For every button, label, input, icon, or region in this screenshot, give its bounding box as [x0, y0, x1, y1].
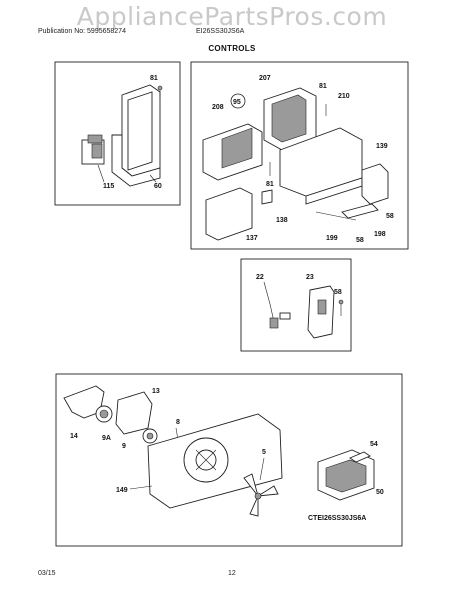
callout-81-top: 81: [319, 83, 327, 90]
part-81-screw-head: [157, 85, 163, 91]
callout-208: 208: [212, 104, 224, 111]
watermark: AppliancePartsPros.com: [76, 2, 388, 31]
callout-81: 81: [150, 75, 158, 82]
leader-60: [149, 174, 157, 183]
callout-199: 199: [326, 235, 338, 242]
callout-54: 54: [370, 441, 378, 448]
callout-95: 95: [233, 99, 241, 106]
ref-circle-95: [230, 93, 246, 109]
part-149-spokes: [195, 449, 217, 471]
group-ice-dispenser-cover: 81 115 60: [54, 61, 181, 206]
part-5-blade-a: [243, 473, 259, 497]
callout-137: 137: [246, 235, 258, 242]
group-control-assembly: 207 95 208 81 210 139 81 138 137 199 58 …: [190, 61, 409, 250]
group-1-frame: [54, 61, 181, 206]
group-2-frame: [190, 61, 409, 250]
part-139-switch: [361, 163, 389, 205]
callout-198: 198: [374, 231, 386, 238]
leader-149: [129, 485, 153, 490]
footer-page: 12: [228, 570, 236, 577]
model-number: EI26SS30JS6A: [196, 28, 245, 35]
callout-50: 50: [376, 489, 384, 496]
part-138-bracket: [261, 189, 273, 205]
callout-139: 139: [376, 143, 388, 150]
callout-207: 207: [259, 75, 271, 82]
footer-date: 03/15: [38, 570, 56, 577]
part-50-inner: [325, 459, 367, 493]
callout-58-right: 58: [386, 213, 394, 220]
group-4-frame: [55, 373, 403, 547]
model-code: CTEI26SS30JS6A: [308, 515, 366, 522]
part-137-box: [205, 187, 253, 241]
callout-60: 60: [154, 183, 162, 190]
part-115-connector: [91, 143, 103, 159]
part-60-base: [111, 134, 161, 187]
part-22-wire: [263, 281, 275, 323]
callout-13: 13: [152, 388, 160, 395]
part-207-inner: [271, 94, 307, 143]
part-58-paddle: [341, 203, 379, 219]
part-22-connector: [269, 317, 279, 329]
part-60-inner-face: [127, 91, 153, 171]
part-13-motor: [115, 391, 153, 435]
callout-149: 149: [116, 487, 128, 494]
group-fan-assembly: 13 14 9A 9 8 149 5 54 50 CTEI26SS30JS6A: [55, 373, 403, 547]
part-54-cover: [349, 451, 371, 463]
part-199-rod: [315, 211, 357, 221]
part-5-hub: [254, 492, 262, 500]
part-115-top: [87, 134, 103, 144]
part-9a-center: [99, 409, 109, 419]
callout-138: 138: [276, 217, 288, 224]
callout-22: 22: [256, 274, 264, 281]
part-5-blade-c: [249, 495, 259, 517]
callout-58: 58: [334, 289, 342, 296]
leader-115: [97, 164, 105, 183]
part-5-blade-b: [257, 485, 279, 497]
callout-81-mid: 81: [266, 181, 274, 188]
callout-9: 9: [122, 443, 126, 450]
group-3-frame: [240, 258, 352, 352]
part-9-center: [146, 432, 154, 440]
part-22-sensor: [279, 312, 291, 320]
callout-115: 115: [103, 183, 114, 190]
callout-23: 23: [306, 274, 314, 281]
publication-number: Publication No: 5995658274: [38, 28, 126, 35]
section-title: CONTROLS: [208, 44, 256, 53]
leader-5: [259, 457, 265, 481]
callout-9a: 9A: [102, 435, 111, 442]
part-95-display: [221, 127, 253, 169]
part-23-slot: [317, 299, 327, 315]
group-thermistor: 22 23 58: [240, 258, 352, 352]
callout-210: 210: [338, 93, 350, 100]
callout-8: 8: [176, 419, 180, 426]
callout-14: 14: [70, 433, 78, 440]
part-58-screw-head: [338, 299, 344, 305]
callout-5: 5: [262, 449, 266, 456]
callout-58-bottom: 58: [356, 237, 364, 244]
